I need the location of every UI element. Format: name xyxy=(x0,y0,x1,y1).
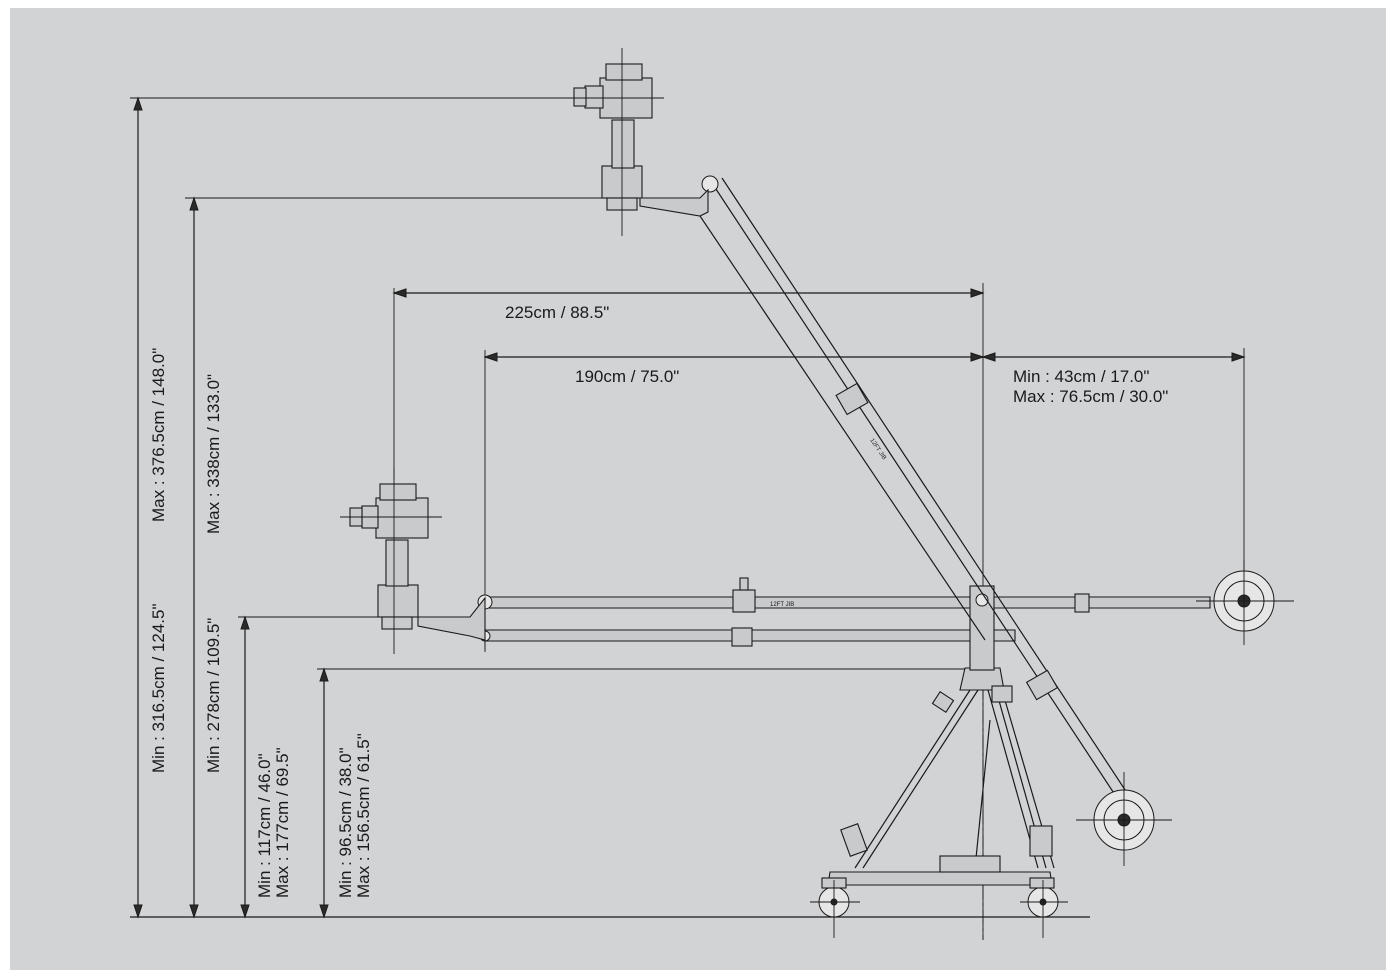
height-dimension-lines xyxy=(130,96,980,919)
reach-long-label: 225cm / 88.5" xyxy=(505,303,609,322)
height-4-min-label: Min : 96.5cm / 38.0" xyxy=(336,747,355,898)
horizontal-jib-arm: 12FT JIB xyxy=(477,560,1294,671)
diagram-background xyxy=(10,8,1386,970)
height-1-min-label: Min : 316.5cm / 124.5" xyxy=(149,603,168,773)
height-3-max-label: Max : 177cm / 69.5" xyxy=(273,747,292,898)
tripod-dolly xyxy=(810,667,1068,938)
height-1-max-label: Max : 376.5cm / 148.0" xyxy=(149,348,168,522)
lower-camera xyxy=(340,468,486,654)
height-2-min-label: Min : 278cm / 109.5" xyxy=(204,618,223,773)
horizontal-arm-label: 12FT JIB xyxy=(770,602,794,608)
counterweight-min-label: Min : 43cm / 17.0" xyxy=(1013,367,1149,386)
height-3-min-label: Min : 117cm / 46.0" xyxy=(255,753,274,898)
height-4-max-label: Max : 156.5cm / 61.5" xyxy=(354,733,373,898)
height-2-max-label: Max : 338cm / 133.0" xyxy=(204,374,223,534)
upper-camera xyxy=(570,48,709,236)
reach-short-label: 190cm / 75.0" xyxy=(575,367,679,386)
angled-arm-label: 12FT JIB xyxy=(868,438,887,461)
angled-jib-arm: 12FT JIB xyxy=(699,175,1172,866)
counterweight-max-label: Max : 76.5cm / 30.0" xyxy=(1013,387,1168,406)
